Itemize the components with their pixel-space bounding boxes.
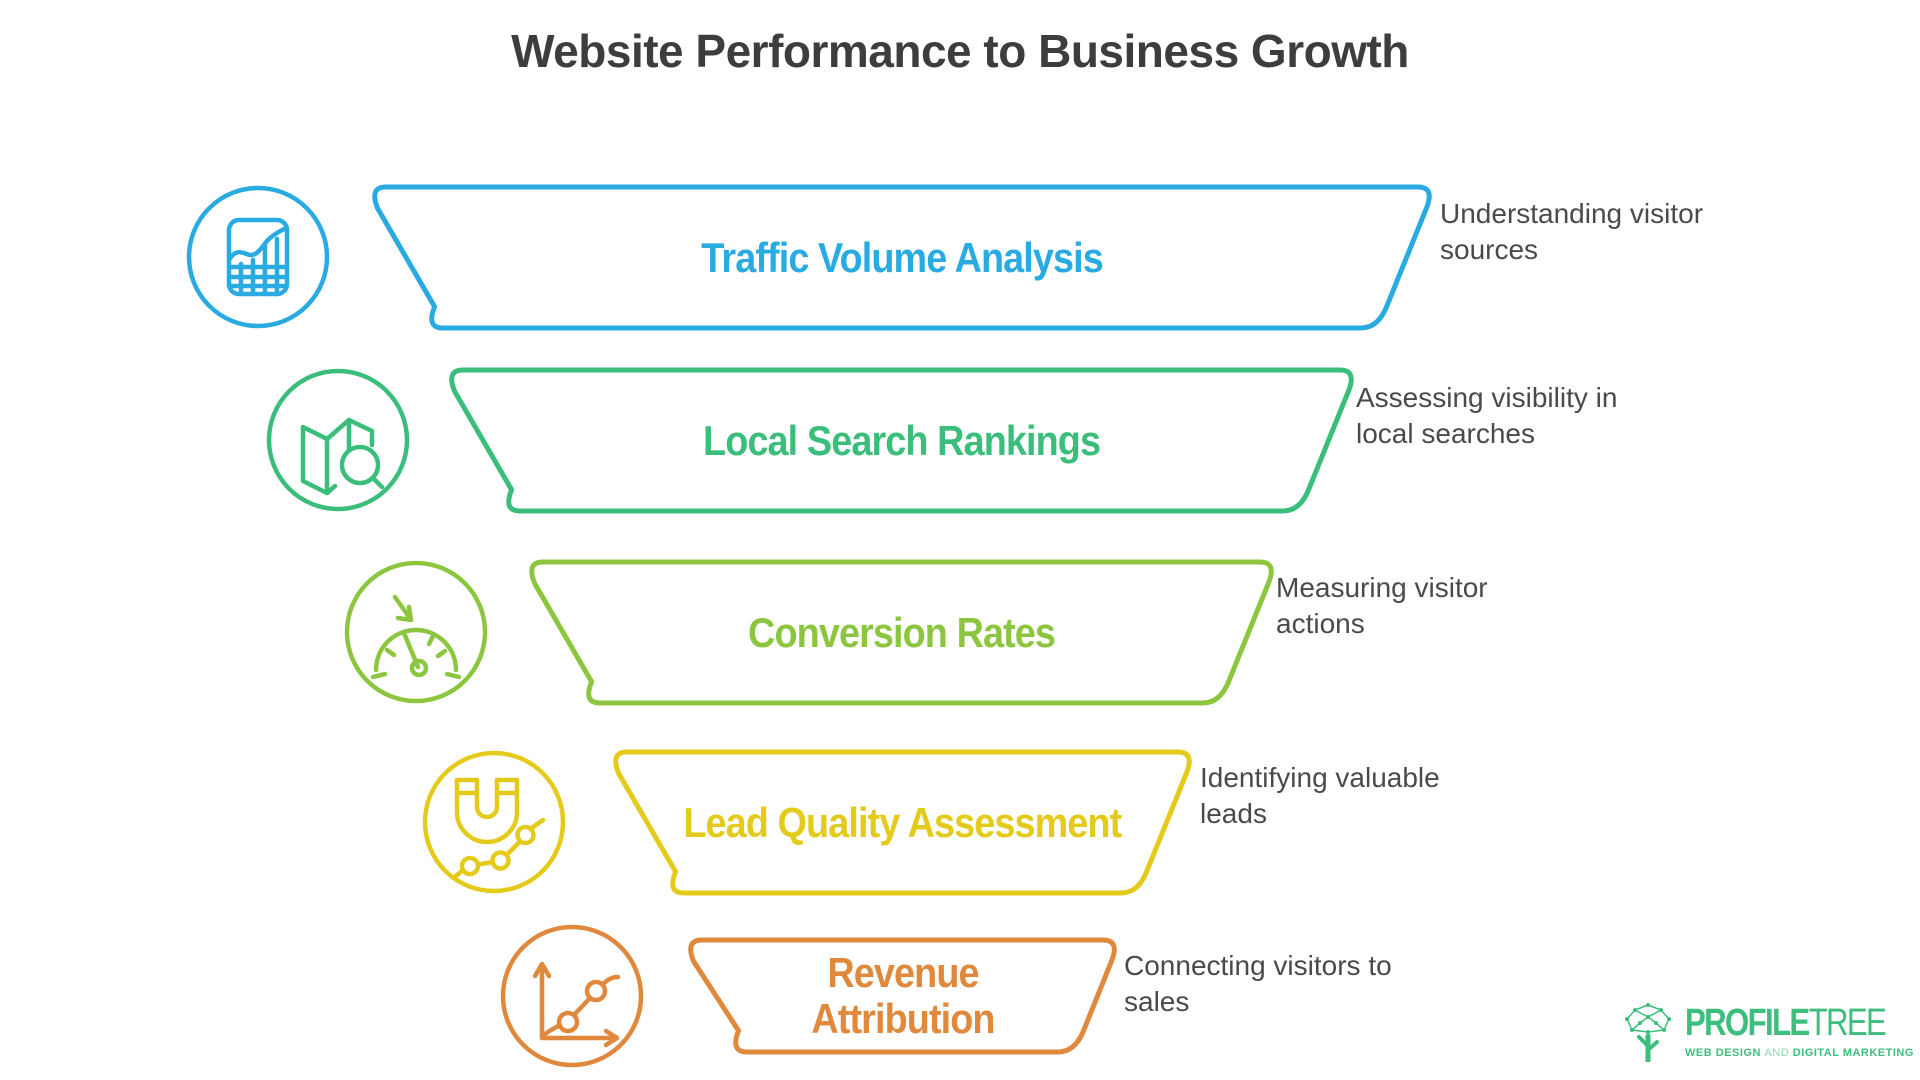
brand-tagline: WEB DESIGN AND DIGITAL MARKETING bbox=[1685, 1046, 1914, 1059]
speedometer-icon bbox=[341, 557, 491, 707]
funnel-bar-shape bbox=[613, 749, 1192, 896]
funnel-bar-shape bbox=[688, 937, 1117, 1055]
funnel-bar-shape bbox=[372, 184, 1432, 331]
funnel-row-description: Connecting visitors to sales bbox=[1124, 950, 1392, 1017]
funnel-row-description: Understanding visitor sources bbox=[1440, 198, 1704, 265]
brand-tree: TREE bbox=[1808, 1001, 1887, 1044]
profiletree-logo: PROFILETREE WEB DESIGN AND DIGITAL MARKE… bbox=[1621, 1000, 1920, 1062]
tree-network-icon bbox=[1621, 1000, 1675, 1062]
logo-text: PROFILETREE WEB DESIGN AND DIGITAL MARKE… bbox=[1685, 1004, 1920, 1059]
growth-chart-icon bbox=[497, 921, 647, 1071]
page-title: Website Performance to Business Growth bbox=[511, 25, 1409, 77]
funnel-row-description: Assessing visibility in local searches bbox=[1356, 382, 1618, 449]
analytics-chart-icon bbox=[183, 182, 333, 332]
funnel-row-description: Identifying valuable leads bbox=[1200, 762, 1440, 829]
brand-name: PROFILETREE bbox=[1685, 1001, 1887, 1044]
magnet-trend-icon bbox=[419, 747, 569, 897]
funnel-bar-shape bbox=[449, 367, 1354, 514]
brand-profile: PROFILE bbox=[1685, 1001, 1810, 1044]
map-search-icon bbox=[263, 365, 413, 515]
funnel-row-description: Measuring visitor actions bbox=[1276, 572, 1488, 639]
funnel-bar-shape bbox=[529, 559, 1274, 706]
